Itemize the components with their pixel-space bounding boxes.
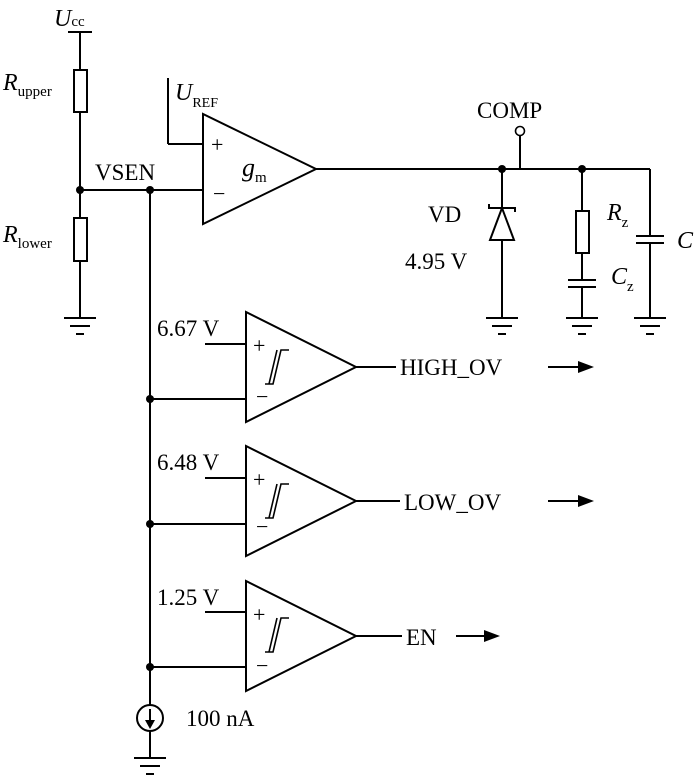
svg-text:+: + — [253, 467, 265, 492]
ground-divider — [64, 317, 96, 335]
svg-text:VSEN: VSEN — [95, 160, 155, 185]
c-branch: C — [636, 169, 694, 318]
svg-text:Rz: Rz — [606, 200, 629, 231]
svg-text:COMP: COMP — [477, 98, 542, 123]
supply-terminal: Ucc — [54, 6, 92, 70]
rz-cz-branch: Rz Cz — [568, 169, 634, 318]
svg-text:LOW_OV: LOW_OV — [404, 490, 501, 515]
svg-text:6.48 V: 6.48 V — [157, 450, 220, 475]
current-source: 100 nA — [136, 704, 255, 758]
svg-text:Rlower: Rlower — [2, 222, 52, 252]
svg-text:6.67 V: 6.67 V — [157, 316, 220, 341]
ground-cz — [566, 317, 598, 335]
svg-text:+: + — [253, 333, 265, 358]
svg-text:−: − — [256, 384, 268, 409]
svg-text:Ucc: Ucc — [54, 6, 85, 32]
svg-text:+: + — [253, 602, 265, 627]
comp-output: COMP — [316, 98, 650, 173]
comparator-low-ov: 6.48 V + − LOW_OV — [146, 444, 594, 558]
svg-text:−: − — [213, 181, 225, 206]
svg-text:C: C — [677, 228, 694, 254]
ground-zener — [486, 317, 518, 335]
svg-text:4.95 V: 4.95 V — [405, 249, 468, 274]
resistor-upper: Rupper — [2, 69, 88, 190]
svg-text:Rupper: Rupper — [2, 70, 52, 100]
gm-amplifier: UREF + − gm — [167, 78, 319, 226]
svg-text:100 nA: 100 nA — [186, 706, 255, 731]
ground-current-source — [134, 757, 166, 775]
svg-text:Cz: Cz — [611, 264, 634, 295]
svg-text:−: − — [256, 514, 268, 539]
comparator-en: 1.25 V + − EN — [146, 579, 500, 693]
svg-text:+: + — [211, 132, 223, 157]
resistor-lower: Rlower — [2, 190, 88, 318]
svg-text:EN: EN — [406, 625, 437, 650]
ground-c — [634, 317, 666, 335]
zener-diode: VD 4.95 V — [405, 169, 516, 318]
svg-text:−: − — [256, 653, 268, 678]
svg-text:VD: VD — [428, 202, 461, 227]
svg-text:1.25 V: 1.25 V — [157, 585, 220, 610]
svg-text:UREF: UREF — [175, 80, 218, 111]
vsen-node: VSEN — [80, 160, 203, 194]
comparator-high-ov: 6.67 V + − HIGH_OV — [146, 310, 594, 424]
svg-text:gm: gm — [242, 153, 267, 186]
svg-text:HIGH_OV: HIGH_OV — [400, 355, 503, 380]
